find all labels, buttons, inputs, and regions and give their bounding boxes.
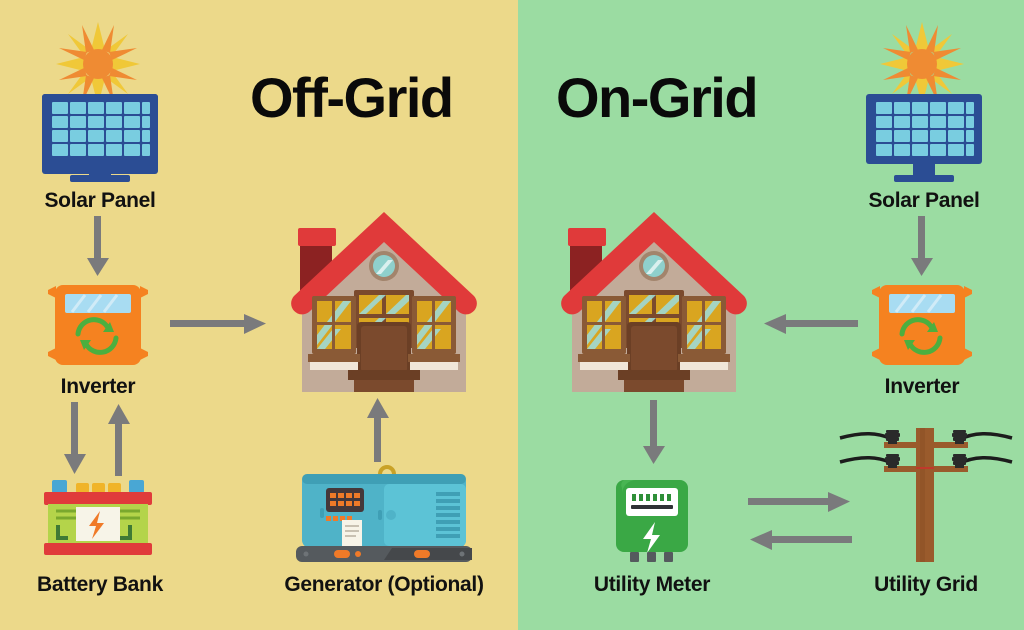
ongrid-title: On-Grid (556, 66, 759, 129)
solar-panel-left[interactable] (32, 22, 168, 182)
arrow-solar-to-inverter-right (908, 216, 936, 278)
offgrid-title: Off-Grid (250, 66, 454, 129)
solar-panel-icon (866, 22, 982, 182)
utility-pole-icon (839, 428, 1013, 562)
utility-grid-label: Utility Grid (874, 573, 978, 596)
arrow-battery-to-inverter (106, 402, 132, 476)
arrow-inverter-to-house-right (762, 312, 858, 336)
arrow-inverter-to-house-left (170, 312, 268, 336)
utility-meter-label: Utility Meter (593, 573, 711, 596)
arrow-inverter-to-battery (62, 402, 88, 476)
house-right[interactable] (554, 204, 754, 396)
arrow-solar-to-inverter-left (84, 216, 112, 278)
solar-panel-right[interactable] (856, 22, 992, 182)
solar-panel-icon (42, 22, 158, 182)
house-left[interactable] (284, 204, 484, 396)
utility-meter[interactable] (612, 478, 692, 562)
inverter-icon (872, 285, 972, 365)
arrow-generator-to-house (364, 396, 392, 462)
inverter-right-label: Inverter (884, 375, 960, 398)
utility-grid[interactable] (836, 418, 1016, 564)
arrow-house-to-meter (640, 400, 668, 466)
generator[interactable] (296, 460, 472, 568)
arrow-grid-to-meter (748, 528, 852, 552)
generator-label: Generator (Optional) (284, 573, 484, 596)
utility-meter-icon (616, 480, 688, 562)
arrow-meter-to-grid (748, 490, 852, 514)
house-icon (561, 212, 747, 392)
generator-icon (296, 465, 472, 562)
solar-panel-right-label: Solar Panel (868, 189, 980, 212)
battery-bank[interactable] (38, 478, 158, 560)
inverter-left[interactable] (44, 282, 152, 368)
house-icon (291, 212, 477, 392)
battery-bank-label: Battery Bank (37, 573, 163, 596)
inverter-right[interactable] (868, 282, 976, 368)
solar-panel-left-label: Solar Panel (44, 189, 156, 212)
battery-icon (44, 480, 152, 555)
inverter-left-label: Inverter (60, 375, 136, 398)
inverter-icon (48, 285, 148, 365)
